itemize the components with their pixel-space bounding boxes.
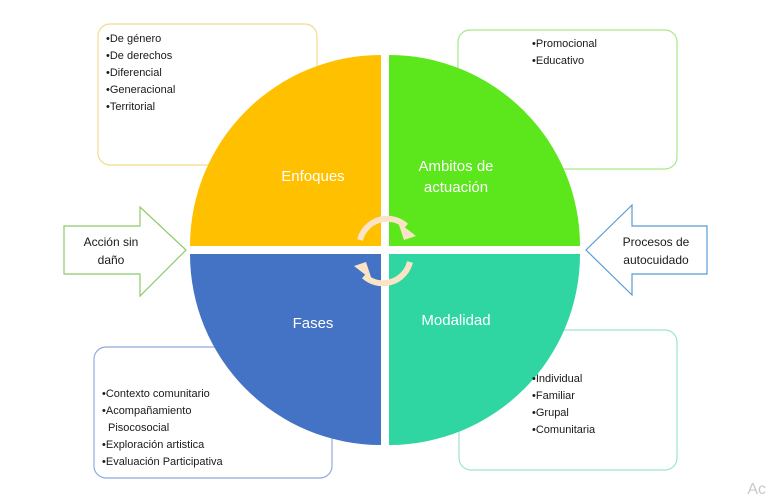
list-item: •Contexto comunitario: [102, 388, 210, 400]
ambitos-label: Ambitos de actuación: [396, 156, 516, 198]
list-item: •Educativo: [532, 55, 585, 67]
watermark: Ac: [747, 481, 766, 498]
left-arrow-shape: [63, 205, 187, 298]
list-item: •De derechos: [106, 50, 173, 62]
enfoques-list: •De género •De derechos •Diferencial •Ge…: [106, 31, 175, 116]
modalidad-quadrant: [389, 254, 580, 445]
left-arrow-line1: Acción sin: [83, 235, 139, 249]
ambitos-label-line2: actuación: [423, 179, 489, 196]
list-item: •Grupal: [532, 407, 569, 419]
list-item: Pisocosocial: [108, 422, 170, 434]
ambitos-label-line1: Ambitos de: [418, 158, 494, 175]
ambitos-quadrant: [389, 55, 580, 246]
procesos-autocuidado-label: Procesos de autocuidado: [614, 233, 698, 269]
list-item: •Diferencial: [106, 67, 162, 79]
list-item: •Promocional: [532, 38, 597, 50]
list-item: •Individual: [532, 373, 583, 385]
list-item: •De género: [106, 33, 162, 45]
list-item: •Familiar: [532, 390, 575, 402]
fases-quadrant: [190, 254, 381, 445]
modalidad-label: Modalidad: [421, 312, 491, 329]
left-arrow-line2: daño: [97, 253, 125, 267]
fases-list: •Contexto comunitario •Acompañamiento Pi…: [102, 386, 223, 471]
list-item: •Generacional: [106, 84, 176, 96]
right-arrow-shape: [585, 203, 708, 297]
cycle-arrows-icon: [357, 215, 413, 287]
list-item: •Acompañamiento: [102, 405, 192, 417]
enfoques-label: Enfoques: [281, 168, 345, 185]
right-arrow-line2: autocuidado: [623, 253, 689, 267]
cycle-arrowheads: [354, 222, 416, 280]
list-item: •Territorial: [106, 101, 156, 113]
ambitos-list: •Promocional •Educativo: [532, 36, 597, 70]
list-item: •Evaluación Participativa: [102, 456, 223, 468]
modalidad-list: •Individual •Familiar •Grupal •Comunitar…: [532, 371, 595, 439]
enfoques-quadrant: [190, 55, 381, 246]
accion-sin-dano-label: Acción sin daño: [68, 233, 154, 269]
list-item: •Comunitaria: [532, 424, 596, 436]
fases-label: Fases: [292, 315, 334, 332]
right-arrow-line1: Procesos de: [622, 235, 690, 249]
list-item: •Exploración artistica: [102, 439, 205, 451]
